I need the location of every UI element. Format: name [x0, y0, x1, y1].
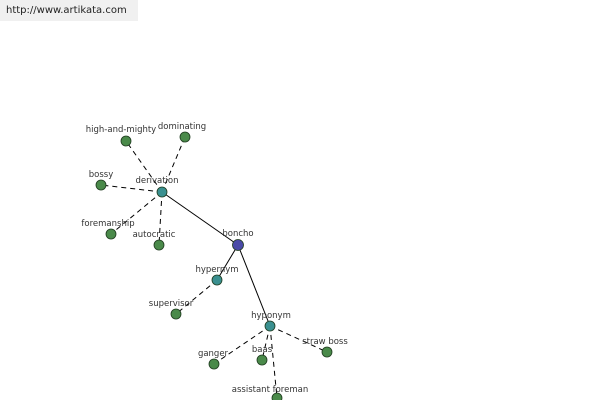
node-label-ganger[interactable]: ganger	[198, 349, 229, 359]
edge-derivation-to-dominating	[161, 136, 186, 193]
node-label-high-and-mighty[interactable]: high-and-mighty	[86, 125, 156, 135]
node-supervisor[interactable]: supervisor	[149, 299, 194, 320]
node-dot-straw-boss[interactable]	[321, 346, 333, 358]
node-dot-hypernym[interactable]	[211, 274, 223, 286]
node-dominating[interactable]: dominating	[158, 122, 206, 143]
node-autocratic[interactable]: autocratic	[133, 230, 176, 251]
node-dot-boncho[interactable]	[232, 239, 244, 251]
node-dot-baas[interactable]	[256, 354, 268, 366]
node-dot-dominating[interactable]	[179, 131, 191, 143]
edge-hyponym-to-assistant-foreman	[269, 325, 278, 399]
node-label-foremanship[interactable]: foremanship	[81, 219, 134, 229]
node-foremanship[interactable]: foremanship	[81, 219, 135, 240]
node-label-hypernym[interactable]: hypernym	[195, 265, 238, 275]
node-high-and-mighty[interactable]: high-and-mighty	[86, 125, 156, 147]
node-dot-autocratic[interactable]	[153, 239, 165, 251]
edge-derivation-to-bossy	[100, 184, 163, 193]
node-label-supervisor[interactable]: supervisor	[149, 299, 194, 309]
edge-boncho-to-hyponym	[237, 244, 271, 327]
node-dot-hyponym[interactable]	[264, 320, 276, 332]
edge-hyponym-to-straw-boss	[269, 325, 328, 353]
edge-hyponym-to-ganger	[213, 325, 271, 365]
node-label-bossy[interactable]: bossy	[89, 170, 113, 180]
node-bossy[interactable]: bossy	[89, 170, 113, 191]
node-hyponym[interactable]: hyponym	[251, 311, 291, 332]
edge-derivation-to-high-and-mighty	[125, 140, 163, 193]
node-straw-boss[interactable]: straw boss	[302, 337, 348, 358]
node-label-derivation[interactable]: derivation	[135, 176, 178, 186]
node-dot-bossy[interactable]	[95, 179, 107, 191]
node-label-assistant-foreman[interactable]: assistant foreman	[232, 385, 308, 395]
node-label-baas[interactable]: baas	[252, 345, 273, 355]
node-label-straw-boss[interactable]: straw boss	[302, 337, 348, 347]
node-baas[interactable]: baas	[252, 345, 273, 366]
edge-derivation-to-foremanship	[110, 191, 163, 235]
node-dot-derivation[interactable]	[156, 186, 168, 198]
node-dot-foremanship[interactable]	[105, 228, 117, 240]
node-assistant-foreman[interactable]: assistant foreman	[232, 385, 308, 400]
edge-hyponym-to-baas	[261, 325, 271, 361]
node-derivation[interactable]: derivation	[135, 176, 179, 198]
node-dot-assistant-foreman[interactable]	[271, 392, 283, 400]
node-label-hyponym[interactable]: hyponym	[251, 311, 291, 321]
site-url-label[interactable]: http://www.artikata.com	[0, 0, 138, 21]
node-boncho[interactable]: boncho	[222, 229, 254, 251]
edge-boncho-to-hypernym	[216, 244, 239, 281]
node-dot-ganger[interactable]	[208, 358, 220, 370]
node-hypernym[interactable]: hypernym	[195, 265, 239, 286]
node-label-dominating[interactable]: dominating	[158, 122, 206, 132]
node-label-autocratic[interactable]: autocratic	[133, 230, 176, 240]
nodes-layer: boncho derivation hypernym hyponym high-and-…	[81, 122, 348, 400]
node-dot-high-and-mighty[interactable]	[120, 135, 132, 147]
node-label-boncho[interactable]: boncho	[222, 229, 253, 239]
edge-boncho-to-derivation	[161, 191, 239, 246]
node-dot-supervisor[interactable]	[170, 308, 182, 320]
edges-layer	[100, 136, 328, 399]
node-ganger[interactable]: ganger	[198, 349, 229, 370]
